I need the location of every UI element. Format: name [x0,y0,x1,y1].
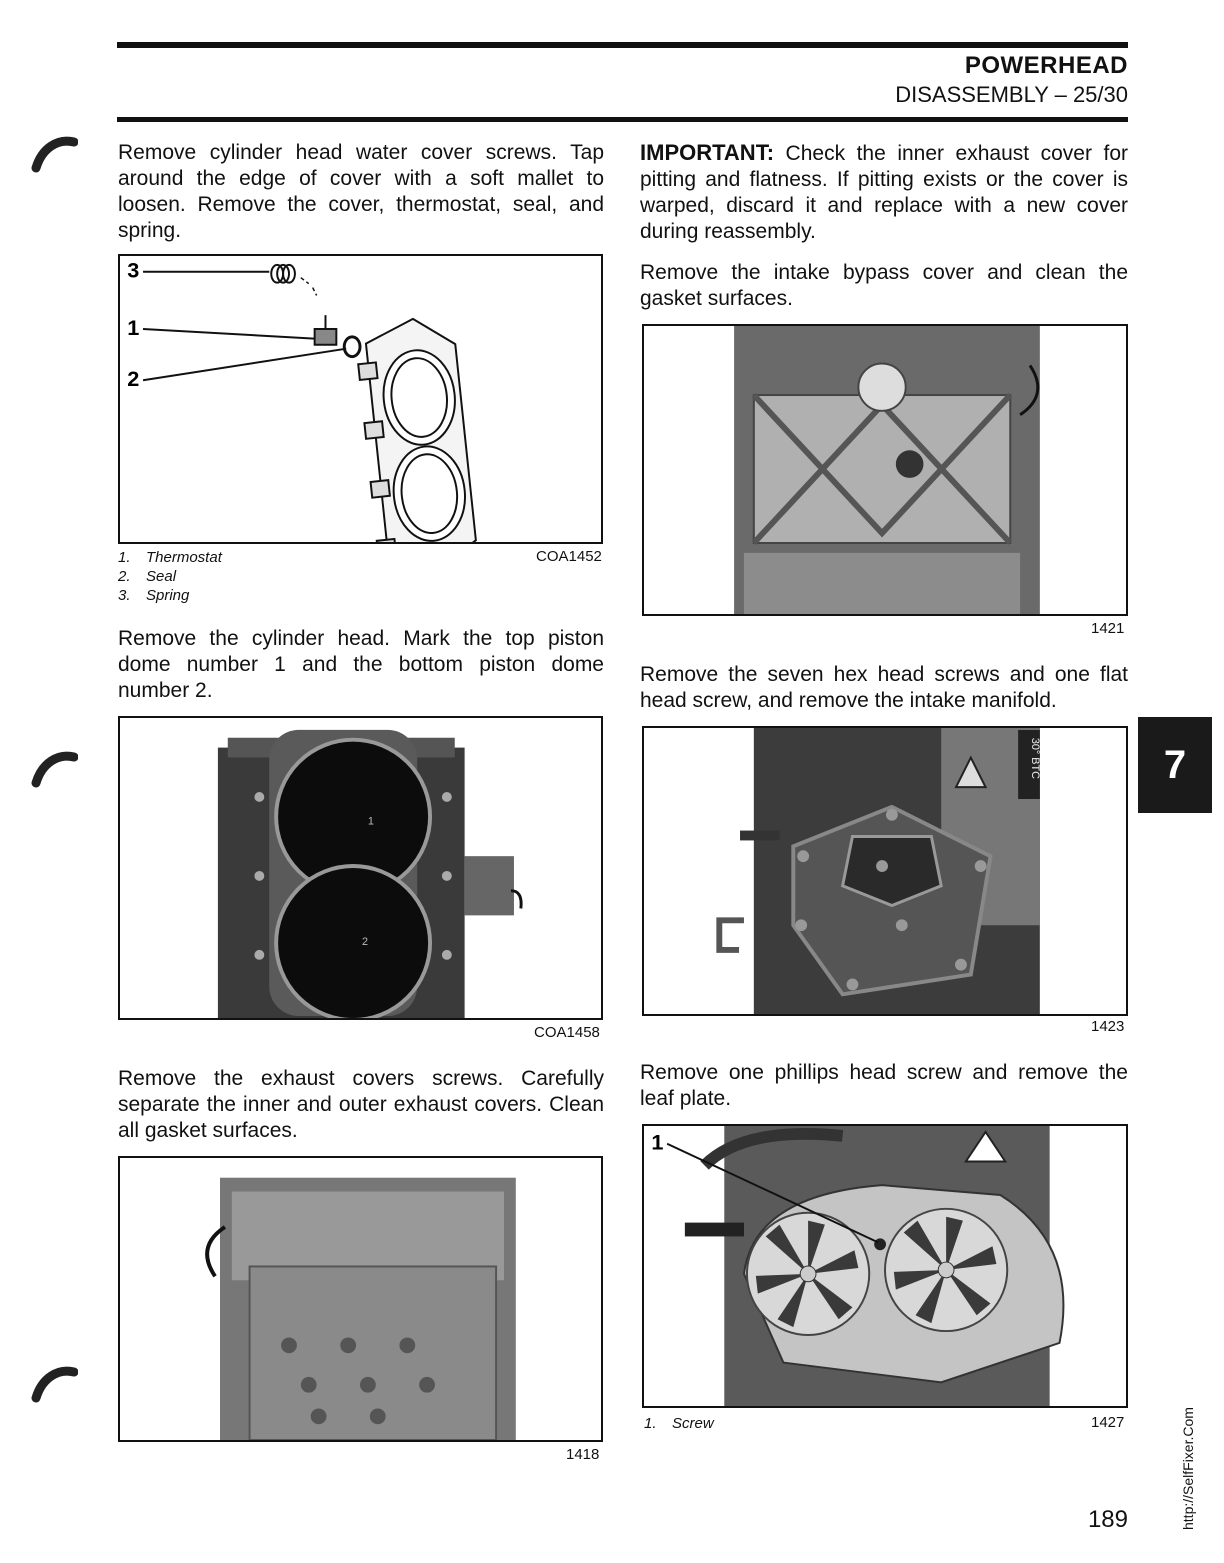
figure-code: 1421 [1091,620,1125,637]
page-number: 189 [1087,1506,1128,1533]
important-label: IMPORTANT: [640,140,775,165]
section-tab: 7 [1138,717,1212,813]
binder-hole-mark [31,1366,78,1403]
exhaust-cover-photo [205,1177,516,1440]
figure-code: 1423 [1091,1018,1125,1035]
header-bottom-rule [117,117,1128,122]
callout-1: 1 [651,1130,663,1155]
callout-2: 2 [127,366,139,391]
intake-manifold-photo: 30° BTC [716,728,1041,1014]
piston-dome-2-mark: 2 [362,936,368,948]
binder-hole-mark [31,751,78,788]
side-url: http://SelfFixer.Com [1180,1407,1196,1530]
exploded-view-illustration: 3 1 2 [127,258,477,542]
decal-text: 30° BTC [1029,738,1041,779]
section-title: POWERHEAD [964,52,1128,79]
instruction-paragraph: Remove one phillips head screw and remov… [640,1061,1128,1110]
instruction-paragraph: Remove the cylinder head. Mark the top p… [118,627,604,702]
piston-dome-1-mark: 1 [368,816,374,828]
instruction-paragraph: Remove the seven hex head screws and one… [640,663,1128,712]
instruction-paragraph: Remove cylinder head water cover screws.… [118,141,604,242]
figure-intake-bypass-photo [642,324,1128,616]
legend-item: 3.Spring [118,587,190,604]
figure-legend: 1.Thermostat 2.Seal 3.Spring [118,548,222,605]
figure-code: COA1452 [536,548,602,565]
instruction-paragraph: Remove the intake bypass cover and clean… [640,261,1128,310]
figure-legend: 1.Screw [644,1414,714,1433]
figure-cylinder-photo: 1 2 [118,716,603,1020]
intake-bypass-photo [734,326,1040,614]
section-subtitle: DISASSEMBLY – 25/30 [895,82,1128,107]
binder-hole-mark [31,136,78,173]
header-top-rule [117,42,1128,48]
figure-leaf-plate-photo: 1 [642,1124,1128,1408]
figure-exhaust-cover-photo [118,1156,603,1442]
callout-3: 3 [127,258,139,283]
figure-thermostat-diagram: 3 1 2 [118,254,603,544]
instruction-paragraph: Remove the exhaust covers screws. Carefu… [118,1067,604,1142]
leaf-plate-photo: 1 [651,1126,1065,1406]
figure-intake-manifold-photo: 30° BTC [642,726,1128,1016]
figure-code: 1427 [1091,1414,1125,1431]
legend-item: 1.Thermostat [118,549,222,566]
legend-item: 2.Seal [118,568,177,585]
figure-code: COA1458 [534,1024,600,1041]
callout-1: 1 [127,315,139,340]
figure-code: 1418 [566,1446,600,1463]
legend-item: 1.Screw [644,1415,714,1432]
important-note: IMPORTANT: Check the inner exhaust cover… [640,140,1128,243]
cylinder-photo: 1 2 [217,729,523,1018]
